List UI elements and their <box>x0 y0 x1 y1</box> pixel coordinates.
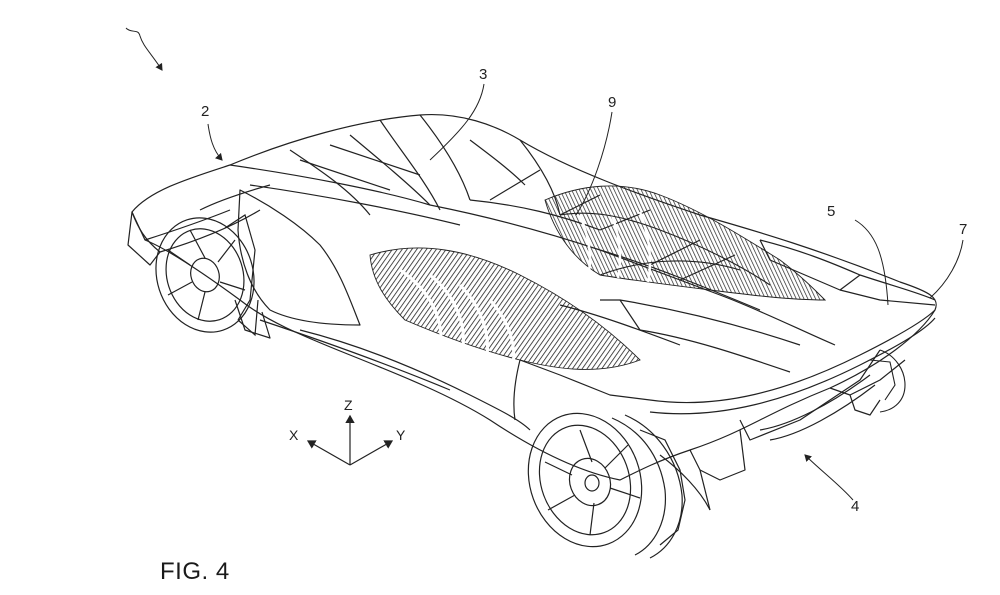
hatched-side-intake <box>369 247 641 371</box>
ref-numeral-3: 3 <box>479 66 488 83</box>
figure-caption: FIG. 4 <box>160 558 230 585</box>
axis-label-x: X <box>289 427 299 443</box>
roof-fin <box>559 212 771 286</box>
rear-wheel <box>527 412 686 559</box>
ref-numeral-9: 9 <box>608 94 617 111</box>
leader-lines <box>125 27 964 501</box>
ref-numeral-5: 5 <box>827 203 836 220</box>
ref-numeral-4: 4 <box>851 498 860 515</box>
front-wheel <box>155 214 259 337</box>
x-axis-line <box>306 440 351 466</box>
axis-label-z: Z <box>344 397 353 413</box>
ref-numeral-2: 2 <box>201 103 210 120</box>
coordinate-triad <box>306 414 394 466</box>
y-axis-line <box>349 440 394 466</box>
far-rear-wheel <box>869 349 906 413</box>
ref-numeral-7: 7 <box>959 221 968 238</box>
hatched-rear-intake <box>544 185 827 301</box>
axis-label-y: Y <box>396 427 406 443</box>
